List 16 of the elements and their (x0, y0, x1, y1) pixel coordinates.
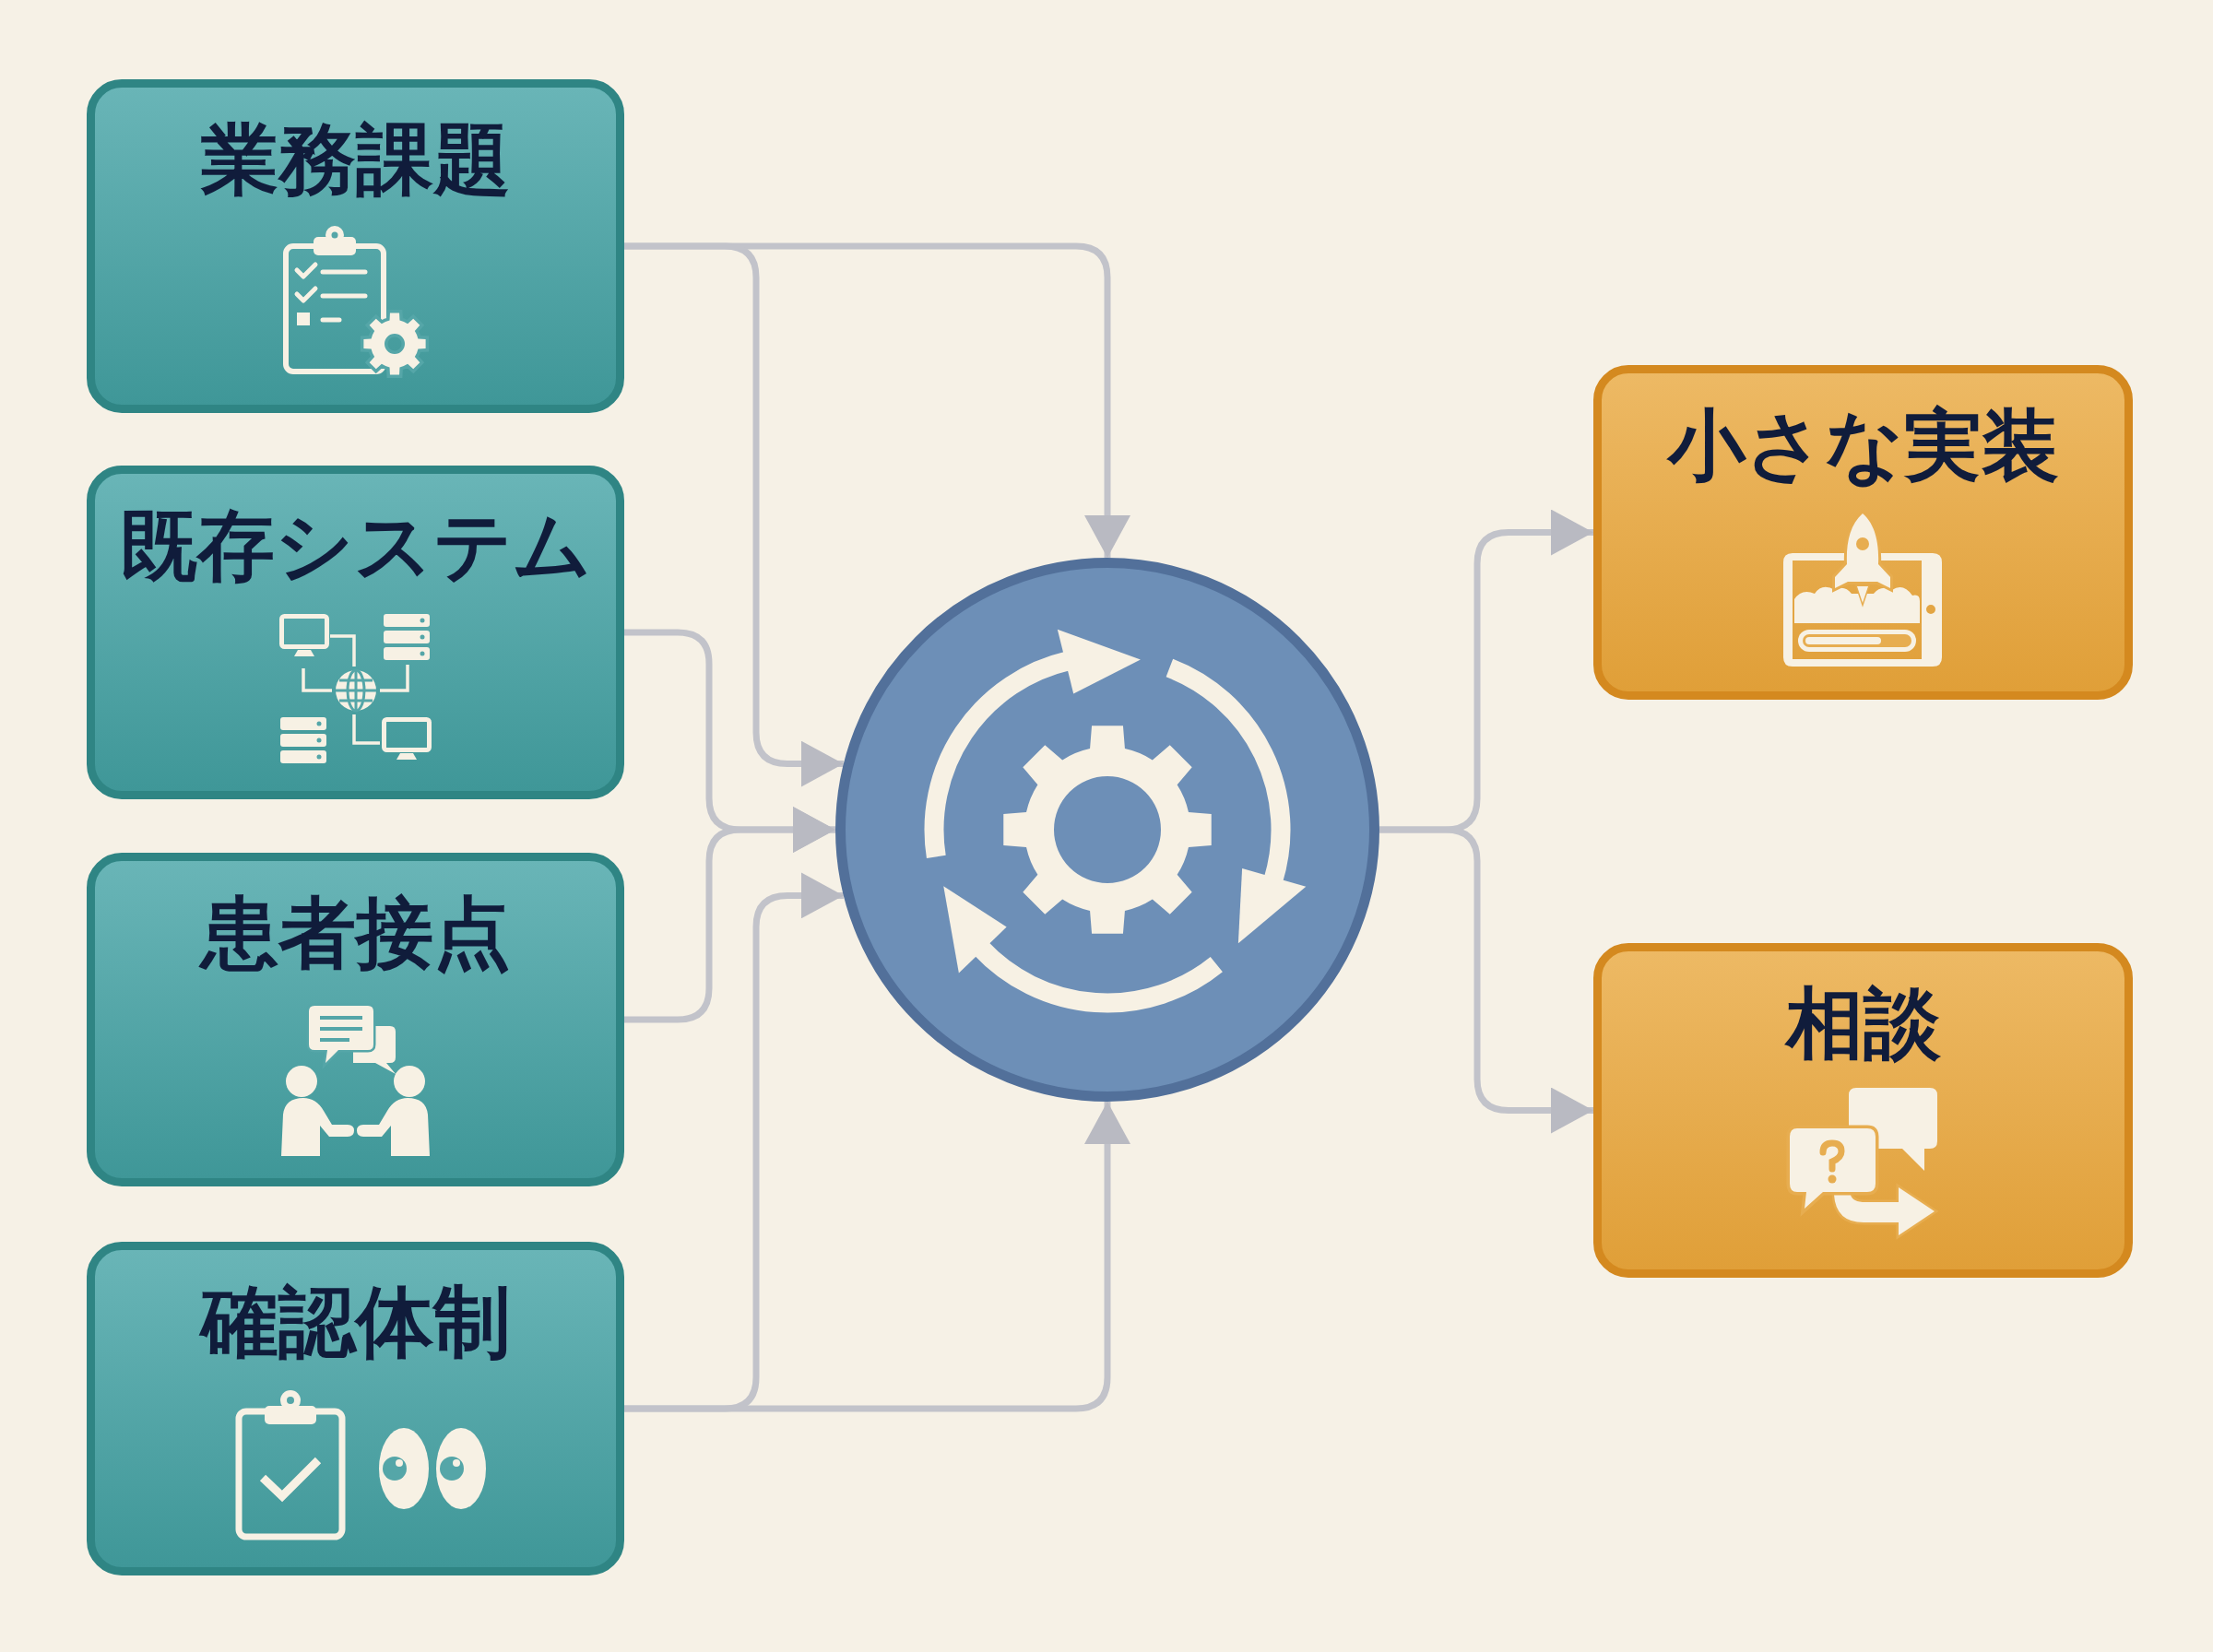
box-title: 既存システム (119, 502, 592, 590)
arrow (624, 1102, 1130, 1412)
box-title: 小さな実装 (1667, 401, 2059, 490)
process-box (87, 853, 624, 1186)
box-title: 患者接点 (200, 889, 511, 977)
arrow (624, 242, 844, 787)
arrow (624, 807, 835, 1023)
process-box (87, 466, 624, 799)
process-box (87, 79, 624, 413)
process-box (87, 1242, 624, 1575)
result-box (1593, 365, 2133, 700)
box-title: 相談 (1785, 979, 1941, 1068)
arrow (1379, 826, 1593, 1134)
box-title: 業務課題 (200, 115, 511, 204)
result-box (1593, 943, 2133, 1278)
box-title: 確認体制 (200, 1278, 511, 1366)
